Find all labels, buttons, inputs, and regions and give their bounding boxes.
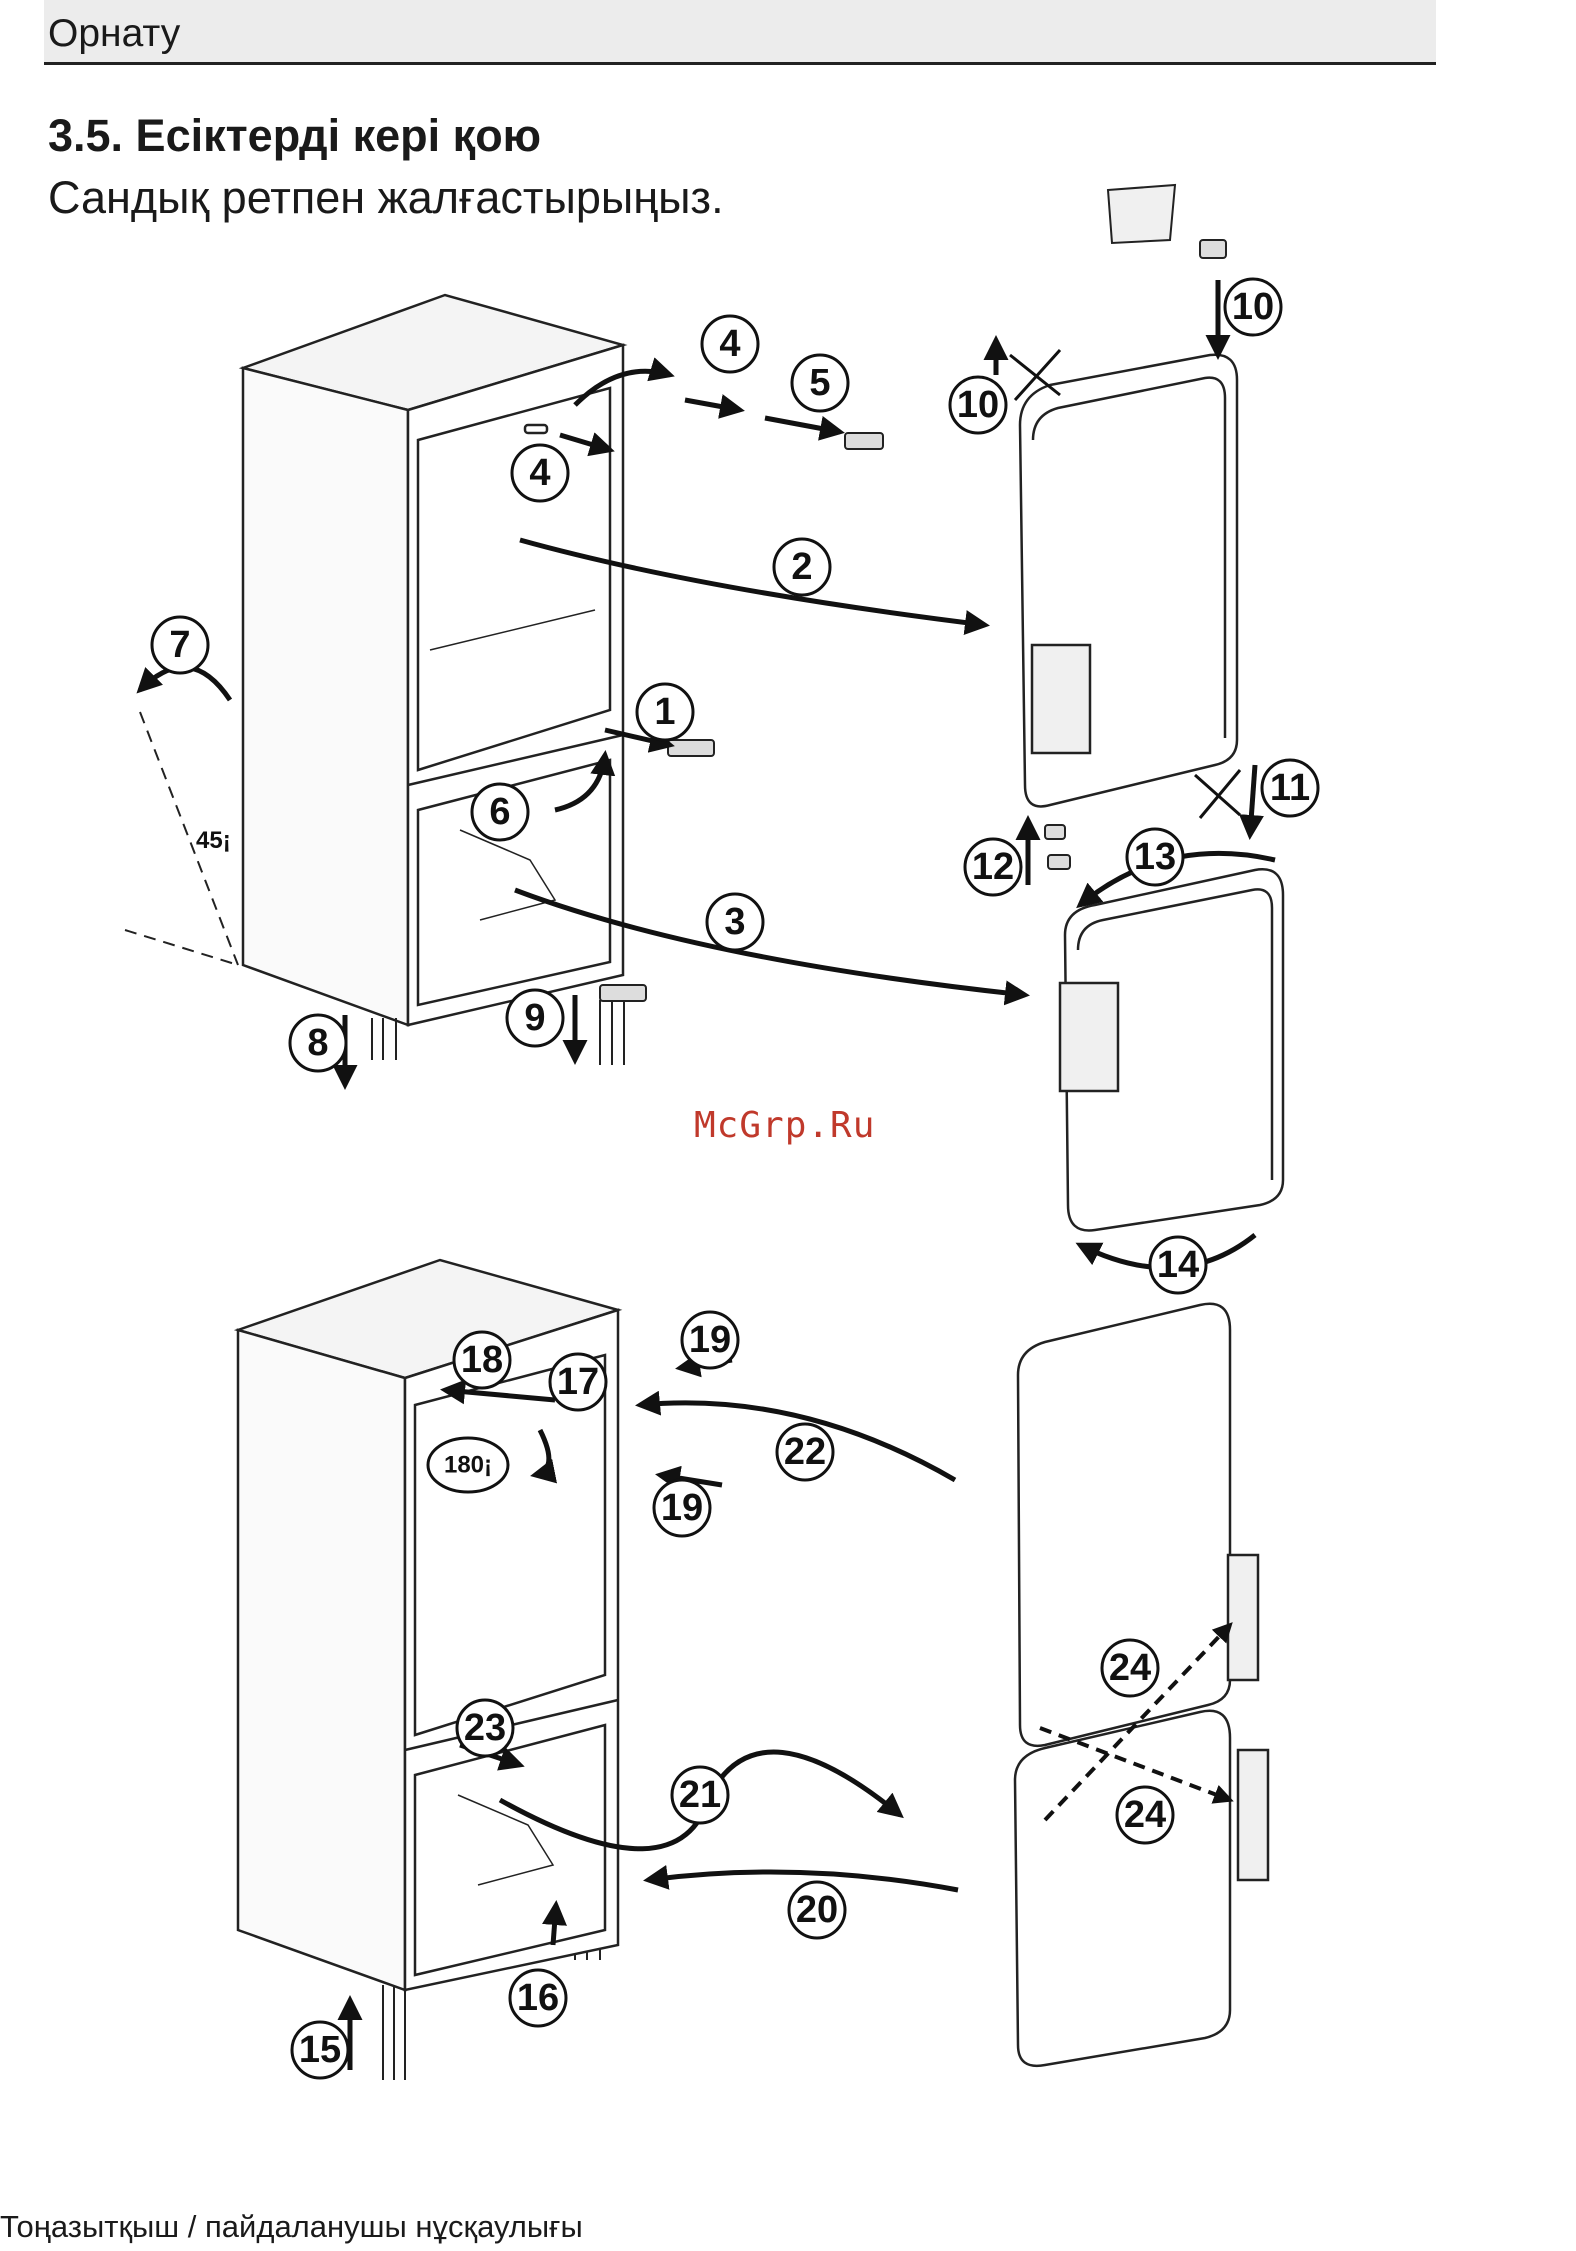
step-19a-label: 19 <box>689 1319 731 1361</box>
step-7-label: 7 <box>169 624 190 666</box>
page-footer: Тоңазытқыш / пайдаланушы нұсқаулығы <box>0 2209 583 2245</box>
step-23-label: 23 <box>464 1707 506 1749</box>
step-20-label: 20 <box>796 1889 838 1931</box>
step-10b-label: 10 <box>957 384 999 426</box>
step-16-label: 16 <box>517 1977 559 2019</box>
step-9-label: 9 <box>524 997 545 1039</box>
step-17-label: 17 <box>557 1361 599 1403</box>
step-8-label: 8 <box>307 1022 328 1064</box>
step-5-label: 5 <box>809 362 830 404</box>
step-22-label: 22 <box>784 1431 826 1473</box>
step-21-label: 21 <box>679 1774 721 1816</box>
step-6-label: 6 <box>489 791 510 833</box>
manual-bag-icon <box>1108 185 1175 243</box>
step-19b-label: 19 <box>661 1487 703 1529</box>
step-11-label: 11 <box>1270 767 1310 809</box>
lower-door-top <box>1060 869 1283 1230</box>
watermark: McGrp.Ru <box>694 1105 875 1146</box>
step-24a-label: 24 <box>1109 1647 1151 1689</box>
step-13-label: 13 <box>1134 836 1176 878</box>
lower-door-bottom <box>1015 1711 1268 2066</box>
fridge-cabinet-top <box>243 295 623 1025</box>
step-4a-label: 4 <box>719 323 740 365</box>
step-14-label: 14 <box>1157 1244 1199 1286</box>
step-1-label: 1 <box>654 691 675 733</box>
step-24b-label: 24 <box>1124 1794 1166 1836</box>
angle-180-label: 180¡ <box>444 1452 492 1479</box>
step-3-label: 3 <box>724 901 745 943</box>
step-12-label: 12 <box>972 846 1014 888</box>
step-2-label: 2 <box>791 546 812 588</box>
step-15-label: 15 <box>299 2029 341 2071</box>
step-4b-label: 4 <box>529 452 550 494</box>
upper-door-top <box>1020 355 1237 807</box>
step-10a-label: 10 <box>1232 286 1274 328</box>
step-18-label: 18 <box>461 1339 503 1381</box>
angle-45-label: 45¡ <box>196 827 231 854</box>
